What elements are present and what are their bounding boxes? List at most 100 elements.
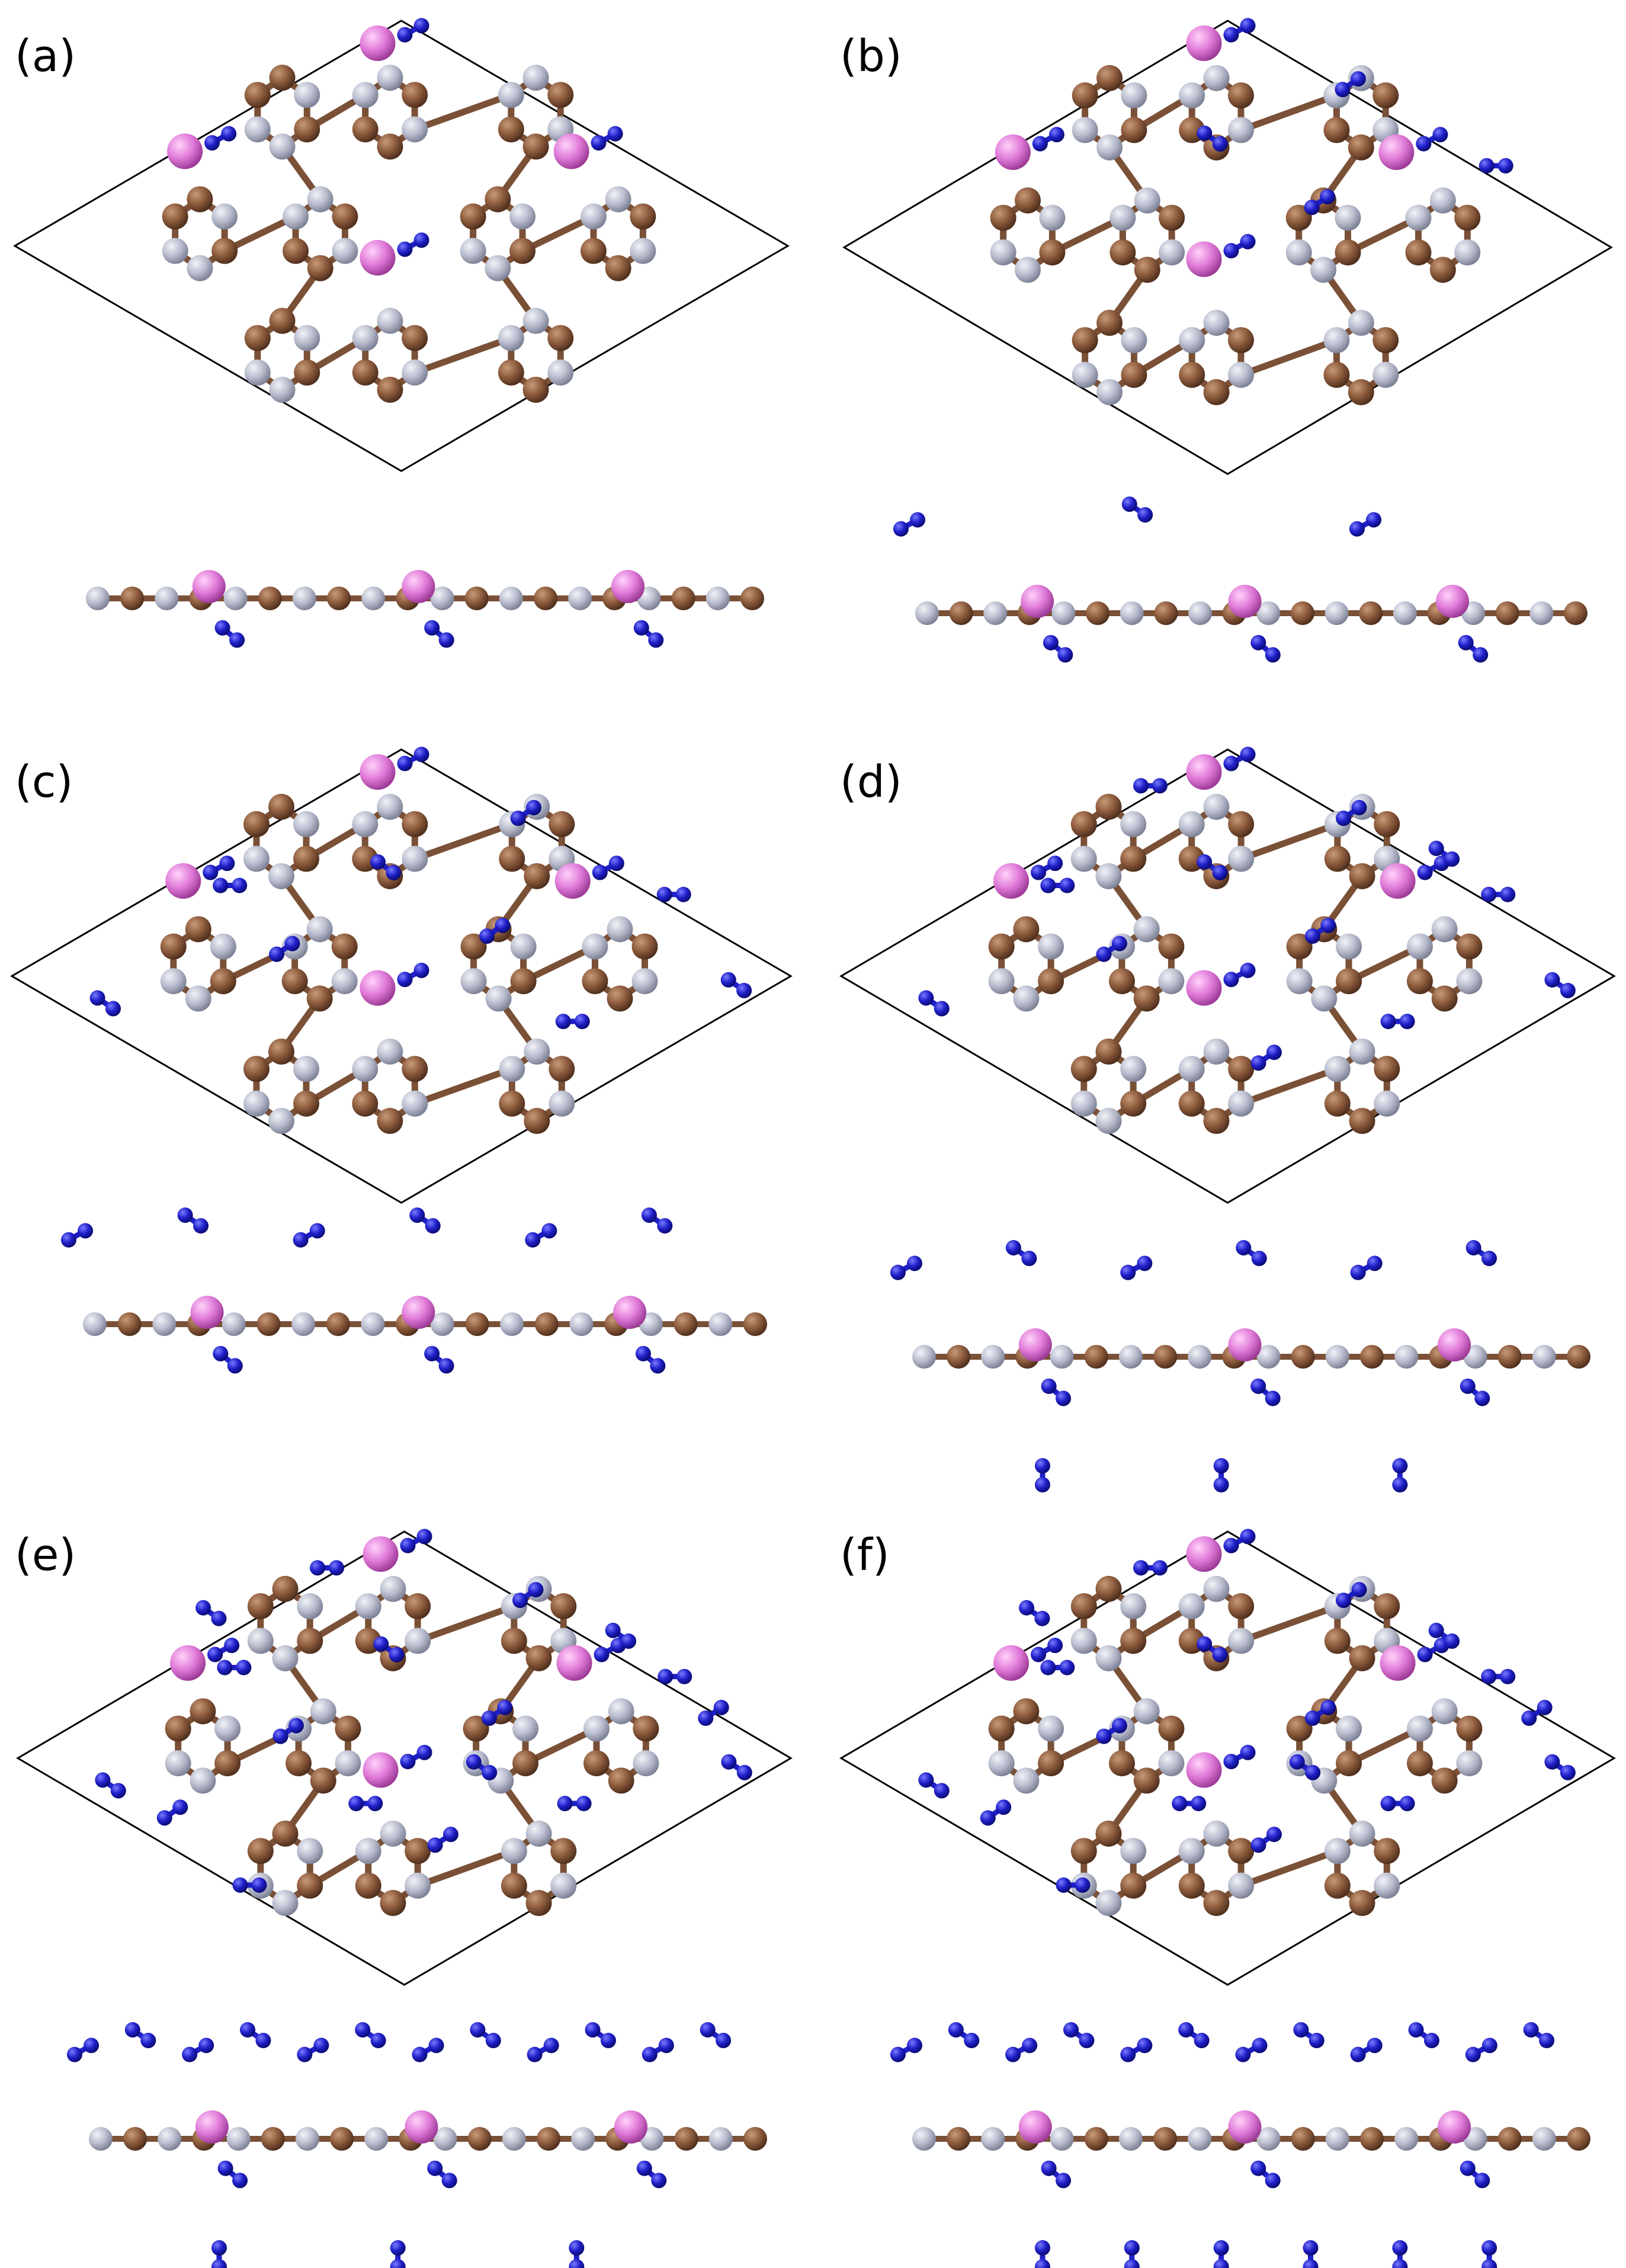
carbon-atom	[1228, 1056, 1255, 1082]
metal-atom	[614, 2110, 648, 2144]
nitrogen-atom	[608, 1698, 634, 1725]
adsorbed-n2-top	[397, 18, 429, 43]
nitrogen-atom	[1227, 117, 1254, 143]
adsorbed-n2-top	[1031, 1638, 1063, 1662]
nitrogen-atom	[1203, 1575, 1230, 1602]
n2-molecule	[1336, 800, 1367, 827]
carbon-atom	[1323, 117, 1350, 143]
nitrogen-atom	[1203, 309, 1230, 336]
carbon-atom	[297, 1872, 323, 1899]
n2-molecule	[1336, 1582, 1367, 1609]
carbon-atom	[1203, 1107, 1230, 1134]
carbon-atom	[1291, 2127, 1315, 2151]
nitrogen-atom	[297, 1593, 323, 1620]
carbon-atom	[1203, 1889, 1230, 1916]
nitrogen-atom	[1348, 309, 1374, 336]
nitrogen-atom	[247, 1628, 274, 1654]
carbon-atom	[261, 2127, 285, 2151]
nitrogen-atom	[1120, 811, 1147, 838]
carbon-atom	[355, 1872, 381, 1899]
metal-atom	[1228, 585, 1262, 618]
adsorbed-n2-side	[635, 1346, 666, 1374]
nitrogen-atom	[547, 359, 574, 386]
nitrogen-atom	[1456, 968, 1483, 995]
carbon-atom	[671, 587, 695, 610]
nitrogen-atom	[335, 1750, 361, 1777]
adsorbed-n2-side	[1043, 635, 1073, 663]
metal-atom	[360, 25, 396, 61]
n2-above-layer	[1236, 1239, 1267, 1267]
carbon-atom	[307, 255, 333, 281]
nitrogen-atom	[352, 1056, 379, 1082]
n2-molecule	[1040, 1660, 1075, 1676]
carbon-atom	[633, 1715, 659, 1742]
n2-above-layer	[1178, 2022, 1210, 2049]
n2-molecule	[1133, 1560, 1168, 1576]
n2-above-layer	[1465, 1239, 1497, 1267]
n2-above-layer	[1120, 1255, 1153, 1280]
carbon-atom	[331, 933, 358, 960]
nitrogen-atom	[86, 587, 110, 610]
carbon-atom	[1406, 968, 1433, 995]
nitrogen-atom	[522, 307, 549, 334]
n2-molecule	[721, 1754, 752, 1780]
carbon-atom	[1406, 1750, 1433, 1777]
nitrogen-atom	[1285, 239, 1312, 266]
nitrogen-atom	[509, 203, 536, 230]
adsorbed-n2-top	[397, 747, 429, 771]
n2-below-layer	[1392, 2240, 1408, 2268]
nitrogen-atom	[571, 2127, 595, 2151]
nitrogen-atom	[1179, 327, 1205, 354]
nitrogen-atom	[1188, 1345, 1212, 1369]
n2-above-layer	[1063, 2022, 1095, 2049]
n2-above-layer	[641, 1207, 673, 1234]
nitrogen-atom	[1070, 845, 1097, 872]
carbon-atom	[1095, 793, 1122, 820]
panel-f: (f)	[839, 1529, 1616, 2268]
carbon-atom	[268, 1038, 294, 1065]
nitrogen-atom	[988, 1750, 1015, 1777]
carbon-atom	[269, 65, 296, 91]
metal-atom	[1438, 2110, 1471, 2144]
nitrogen-atom	[377, 307, 403, 334]
adsorbed-n2-top	[592, 856, 624, 880]
n2-above-layer	[1523, 2022, 1555, 2049]
nitrogen-atom	[912, 2127, 936, 2151]
n2-molecule	[1197, 1636, 1228, 1662]
nitrogen-atom	[981, 2127, 1005, 2151]
carbon-atom	[1013, 1698, 1040, 1725]
carbon-atom	[465, 1312, 489, 1336]
adsorbed-n2-top	[1417, 856, 1449, 880]
adsorbed-n2-top	[1416, 127, 1448, 152]
nitrogen-atom	[1203, 65, 1230, 91]
nitrogen-atom	[211, 203, 238, 230]
carbon-atom	[1178, 1872, 1205, 1899]
carbon-atom	[293, 1090, 320, 1117]
adsorbed-n2-top	[203, 856, 235, 880]
carbon-atom	[499, 1090, 525, 1117]
nitrogen-atom	[1096, 379, 1123, 405]
panel-label: (c)	[15, 757, 73, 808]
carbon-atom	[547, 82, 574, 108]
carbon-atom	[377, 133, 403, 160]
carbon-atom	[550, 1593, 577, 1620]
metal-atom	[167, 133, 203, 169]
metal-atom	[402, 1296, 435, 1329]
nitrogen-atom	[708, 1312, 733, 1336]
metal-atom	[1228, 2110, 1262, 2144]
metal-atoms	[170, 1536, 592, 1788]
nitrogen-atom	[165, 1750, 191, 1777]
nitrogen-atom	[210, 933, 236, 960]
carbon-atom	[1456, 1715, 1483, 1742]
adsorbed-n2-top	[400, 1744, 432, 1770]
carbon-atom	[512, 1750, 539, 1777]
carbon-atom	[525, 1645, 552, 1671]
nitrogen-atom	[297, 1838, 323, 1865]
metal-atom	[363, 1752, 399, 1788]
n2-molecule	[918, 990, 950, 1017]
n2-molecule	[1304, 917, 1336, 944]
nitrogen-atom	[1121, 82, 1147, 109]
adsorbed-n2-top	[400, 1529, 432, 1553]
n2-above-layer	[1350, 1255, 1383, 1280]
carbon-atom	[1495, 601, 1519, 625]
